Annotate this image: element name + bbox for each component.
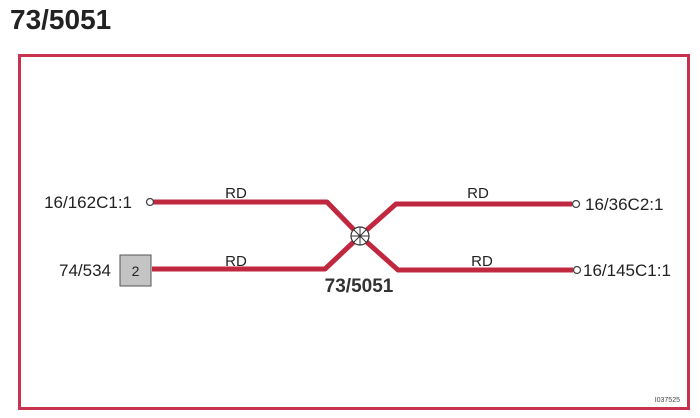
terminal-bottom-right-icon	[572, 265, 582, 275]
wire-bottom-right[interactable]	[358, 234, 573, 273]
splice-circle-icon[interactable]	[350, 226, 370, 246]
diagram-frame	[18, 54, 690, 410]
wire-label-bottom-right: RD	[471, 253, 493, 270]
terminal-label-top-right: 16/36C2:1	[585, 195, 663, 214]
terminal-top-left-icon	[145, 197, 155, 207]
terminal-label-top-left: 16/162C1:1	[44, 193, 132, 212]
wire-label-top-left: RD	[225, 185, 247, 202]
wire-top-right[interactable]	[358, 201, 572, 238]
wire-label-top-right: RD	[467, 185, 489, 202]
splice-label: 73/5051	[325, 276, 394, 297]
terminal-label-bottom-left: 74/534	[59, 261, 111, 280]
connector-pin-label: 2	[132, 263, 140, 279]
wire-label-bottom-left: RD	[225, 253, 247, 270]
connector-box[interactable]	[119, 254, 152, 287]
reference-code: I037525	[655, 397, 680, 404]
wire-bottom-left[interactable]	[152, 234, 362, 272]
wire-top-left[interactable]	[153, 199, 362, 238]
terminal-top-right-icon	[571, 199, 581, 209]
page-title: 73/5051	[10, 4, 112, 35]
terminal-label-bottom-right: 16/145C1:1	[583, 261, 671, 280]
